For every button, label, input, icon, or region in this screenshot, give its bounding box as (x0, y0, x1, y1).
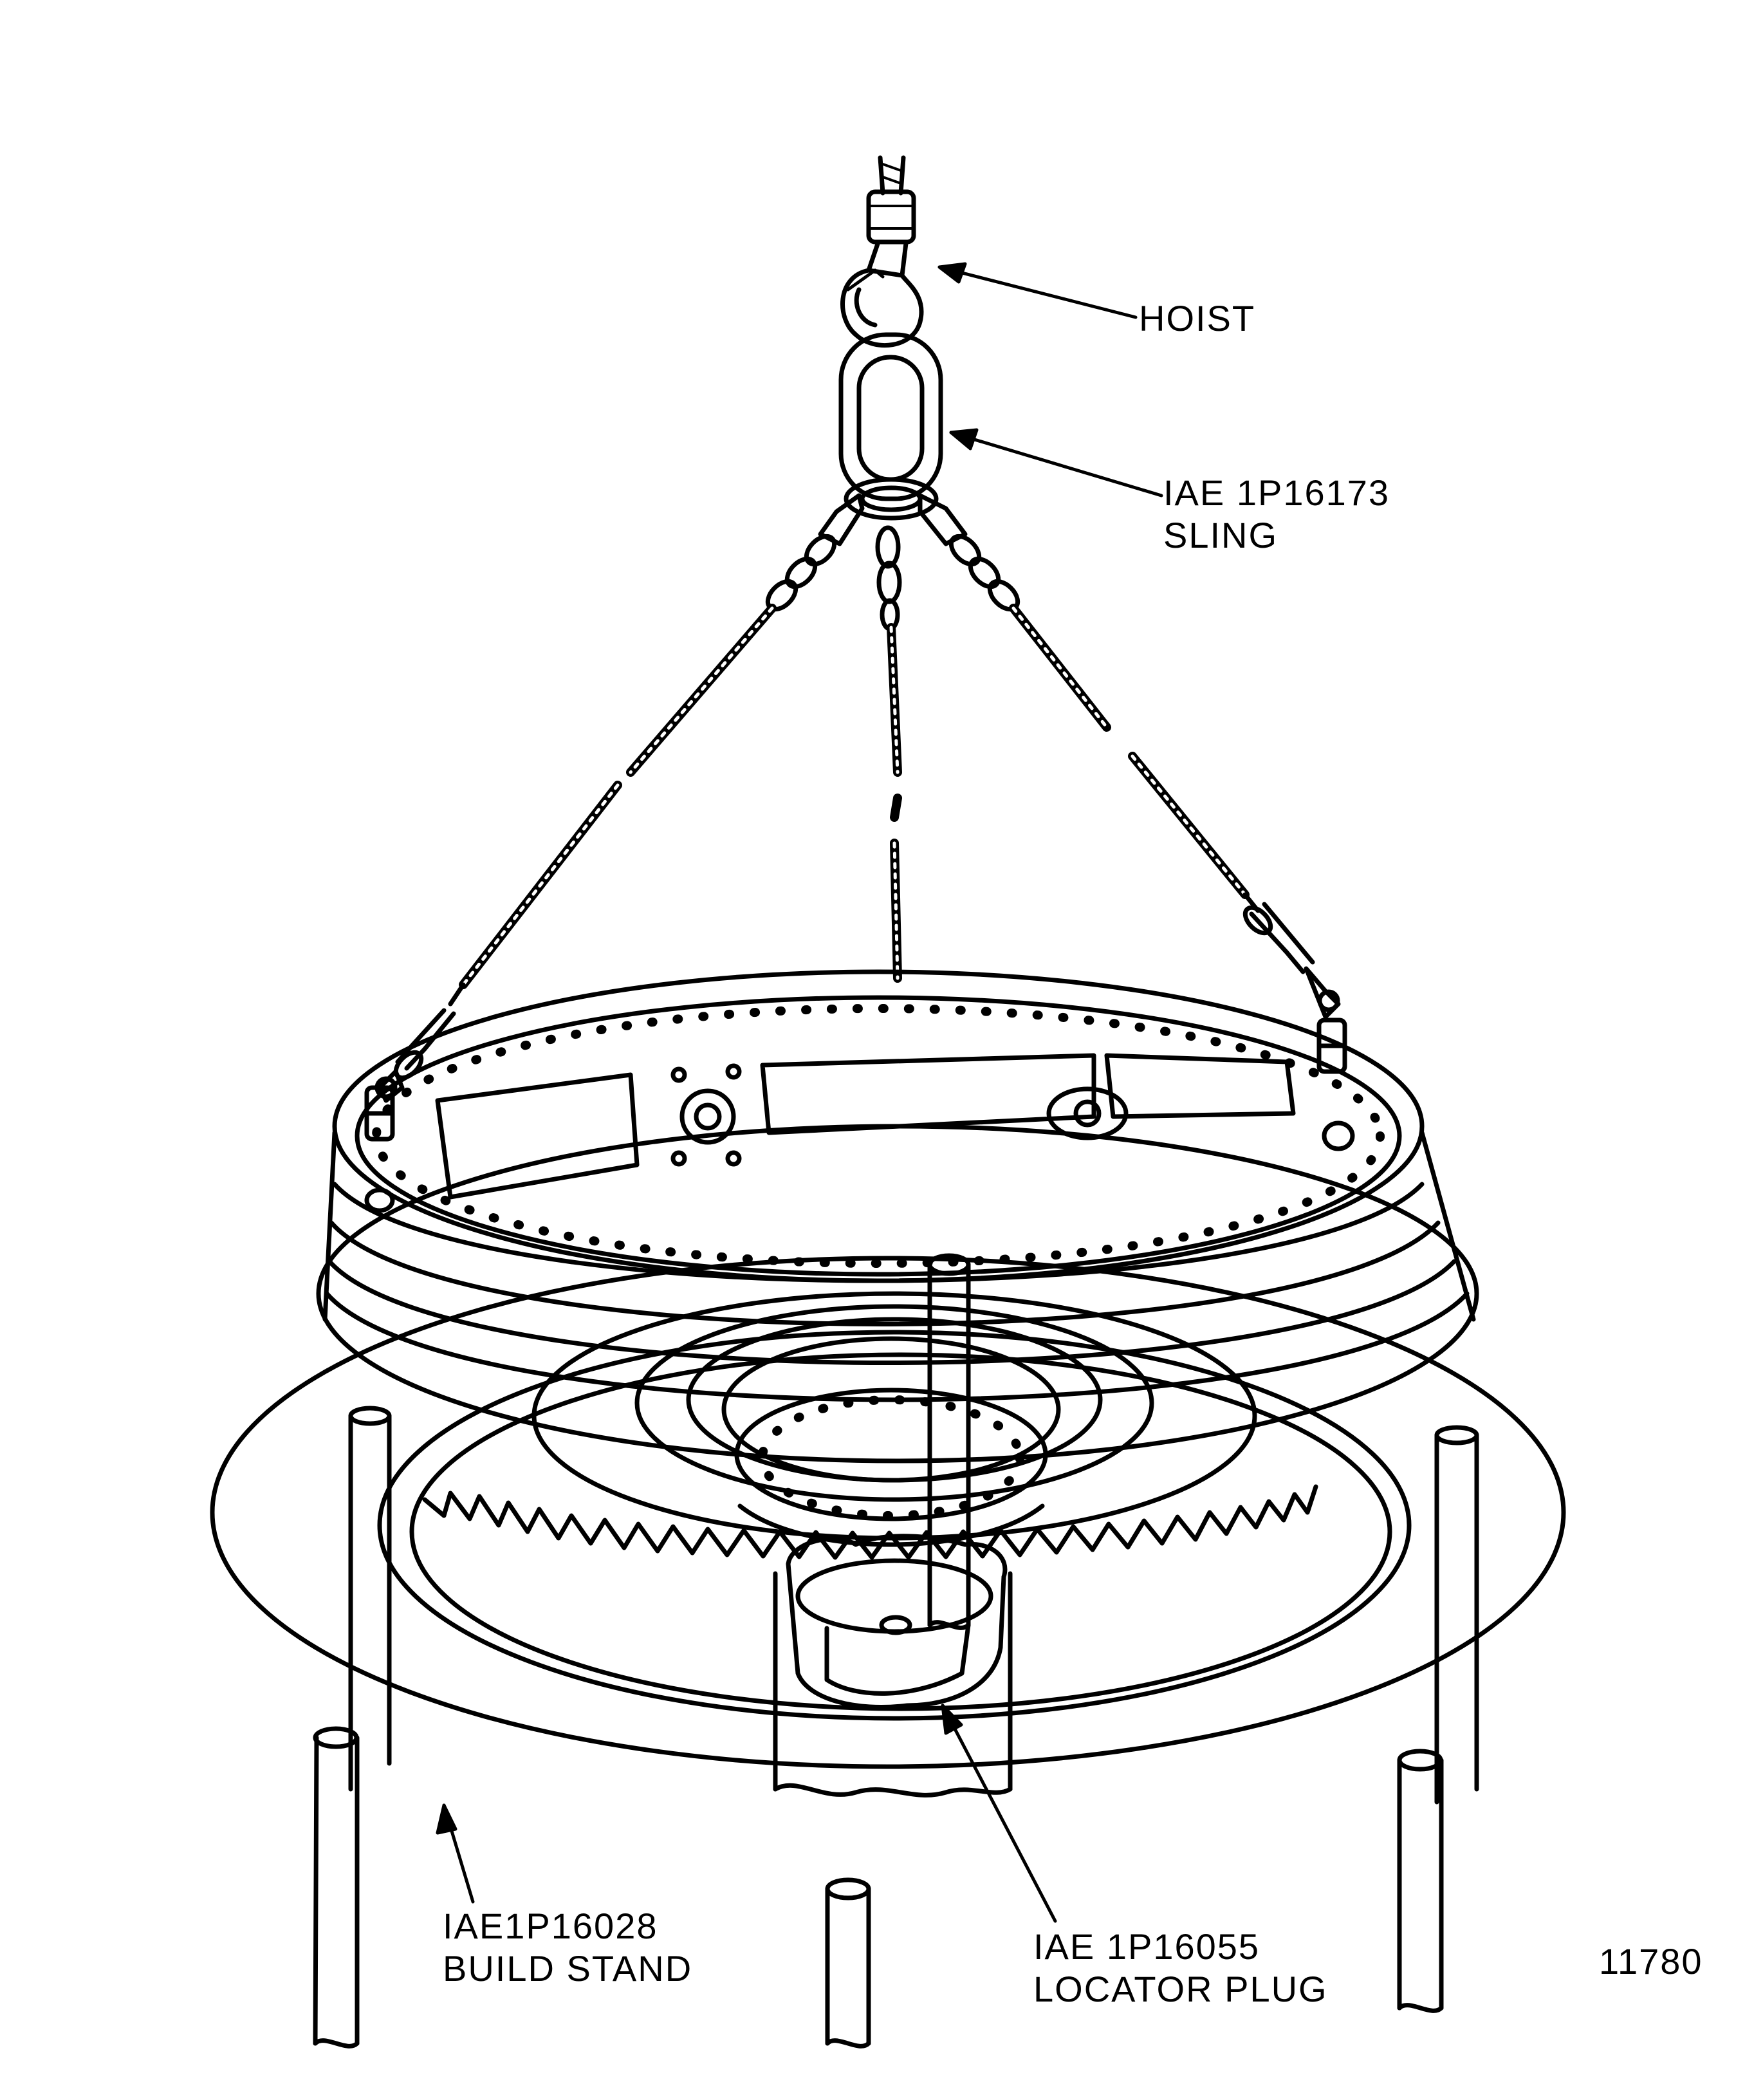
sling-leg-left (364, 493, 865, 1142)
hoist-callout: HOIST (1139, 297, 1255, 340)
leader-hoist (937, 262, 1138, 319)
stand-post-rear-center (825, 1877, 871, 2049)
leader-locator-plug (941, 1704, 1057, 1923)
hoist-label: HOIST (1139, 298, 1256, 339)
locator-plug (773, 1534, 1013, 1798)
build-stand-part-number: IAE1P16028 (443, 1906, 658, 1946)
sling-callout: IAE 1P16173 SLING (1163, 472, 1390, 557)
build-stand-plate (210, 1256, 1566, 1769)
sling-label: SLING (1163, 515, 1279, 555)
stand-post-front-right (1397, 1425, 1479, 2013)
stand-post-front-left (313, 1406, 392, 2049)
locator-plug-label: LOCATOR PLUG (1033, 1969, 1328, 2009)
build-stand-label: BUILD STAND (443, 1948, 693, 1989)
build-stand-callout: IAE1P16028 BUILD STAND (443, 1905, 692, 1990)
leader-build-stand (436, 1803, 475, 1904)
sling-leg-middle (875, 525, 902, 983)
leader-sling (949, 428, 1163, 497)
sling-part-number: IAE 1P16173 (1163, 472, 1390, 513)
engine-case (316, 969, 1479, 1463)
locator-plug-part-number: IAE 1P16055 (1033, 1926, 1260, 1967)
locator-plug-callout: IAE 1P16055 LOCATOR PLUG (1033, 1926, 1328, 2011)
figure-number: 11780 (1599, 1941, 1703, 1982)
hoist-hook (840, 155, 924, 348)
sling-leg-right (918, 493, 1347, 1074)
sling-master-link (838, 332, 943, 501)
